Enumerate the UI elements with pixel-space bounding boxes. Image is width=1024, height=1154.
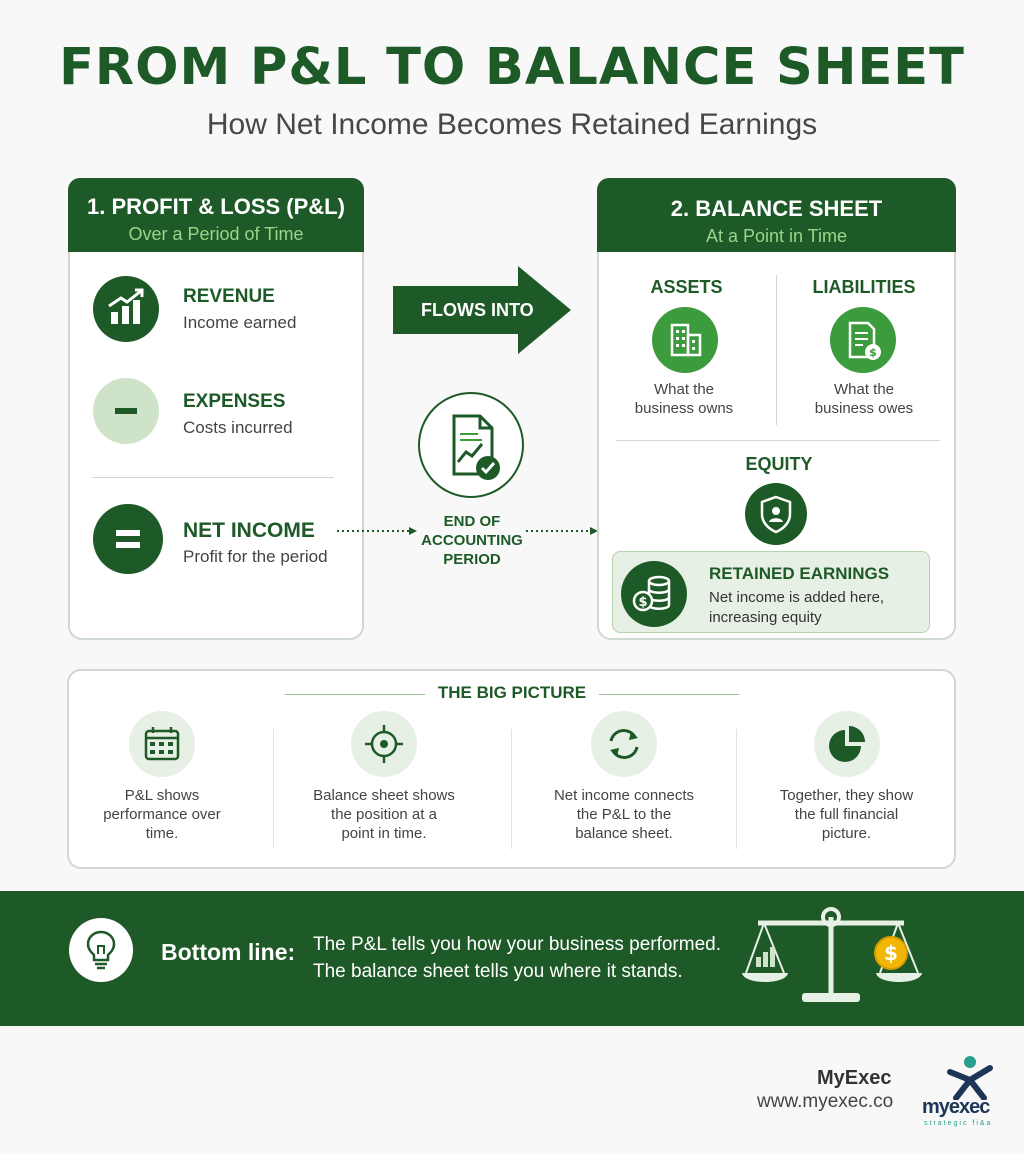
flows-into-label: FLOWS INTO bbox=[421, 300, 534, 320]
bottom-line-band: Bottom line: The P&L tells you how your … bbox=[0, 891, 1024, 1026]
divider bbox=[92, 477, 334, 478]
brand-logo-text: myexec bbox=[922, 1096, 990, 1118]
retained-earnings-desc: Net income is added here, increasing equ… bbox=[709, 589, 885, 626]
bs-panel-subtitle: At a Point in Time bbox=[705, 226, 848, 246]
pl-panel-header: 1. PROFIT & LOSS (P&L) Over a Period of … bbox=[68, 178, 364, 252]
liabilities-desc: What the business owes bbox=[814, 381, 914, 417]
brand-logo-tagline: strategic fi&a bbox=[924, 1120, 993, 1127]
pl-panel-title: 1. PROFIT & LOSS (P&L) bbox=[87, 194, 345, 219]
svg-text:$: $ bbox=[884, 941, 898, 965]
retained-earnings-label: RETAINED EARNINGS bbox=[709, 564, 890, 583]
dotted-arrow-right bbox=[526, 527, 598, 535]
brand-logo: myexec strategic fi&a bbox=[920, 1052, 1024, 1132]
revenue-desc: Income earned bbox=[183, 313, 297, 332]
big-picture-item-4: Together, they show the full financial p… bbox=[779, 787, 914, 842]
document-check-icon bbox=[418, 392, 524, 498]
page-title: FROM P&L TO BALANCE SHEET bbox=[59, 38, 965, 97]
coins-icon: $ bbox=[621, 561, 687, 627]
big-picture-rule-left bbox=[285, 694, 425, 695]
page-subtitle: How Net Income Becomes Retained Earnings bbox=[206, 108, 818, 141]
big-picture-item-1: P&L shows performance over time. bbox=[103, 787, 221, 842]
svg-text:$: $ bbox=[869, 346, 877, 359]
net-income-label: NET INCOME bbox=[183, 519, 315, 542]
bar-chart-icon bbox=[93, 276, 159, 342]
shield-user-icon bbox=[745, 483, 807, 545]
person-logo-icon bbox=[947, 1056, 993, 1100]
lightbulb-icon bbox=[69, 918, 133, 982]
brand-url: www.myexec.co bbox=[757, 1091, 894, 1112]
bottom-line-label: Bottom line: bbox=[161, 939, 296, 965]
pie-chart-icon bbox=[814, 711, 880, 777]
big-picture-item-2: Balance sheet shows the position at a po… bbox=[313, 787, 455, 842]
bottom-line-text: The P&L tells you how your business perf… bbox=[313, 934, 721, 982]
big-picture-rule-right bbox=[599, 694, 739, 695]
col-divider bbox=[511, 729, 512, 849]
assets-desc: What the business owns bbox=[634, 381, 734, 417]
brand-name: MyExec bbox=[817, 1067, 892, 1089]
bs-panel-header: 2. BALANCE SHEET At a Point in Time bbox=[597, 178, 956, 252]
assets-label: ASSETS bbox=[650, 277, 723, 297]
horizontal-divider bbox=[616, 440, 940, 441]
equals-icon bbox=[93, 504, 163, 574]
bs-panel-title: 2. BALANCE SHEET bbox=[670, 196, 883, 221]
col-divider bbox=[273, 729, 274, 849]
pl-panel: 1. PROFIT & LOSS (P&L) Over a Period of … bbox=[68, 178, 364, 640]
equity-label: EQUITY bbox=[745, 454, 813, 474]
big-picture-item-3: Net income connects the P&L to the balan… bbox=[553, 787, 695, 842]
pl-panel-subtitle: Over a Period of Time bbox=[128, 224, 304, 244]
big-picture-panel: THE BIG PICTURE P&L shows performance ov… bbox=[67, 669, 956, 869]
calendar-icon bbox=[129, 711, 195, 777]
expenses-desc: Costs incurred bbox=[183, 418, 293, 437]
invoice-icon: $ bbox=[830, 307, 896, 373]
big-picture-title: THE BIG PICTURE bbox=[437, 683, 587, 702]
dotted-arrow-left bbox=[337, 527, 417, 535]
svg-text:$: $ bbox=[638, 595, 647, 610]
balance-sheet-panel: 2. BALANCE SHEET At a Point in Time ASSE… bbox=[597, 178, 956, 640]
liabilities-label: LIABILITIES bbox=[812, 277, 916, 297]
balance-scale-icon: $ bbox=[742, 907, 922, 1002]
vertical-divider bbox=[776, 275, 777, 425]
revenue-label: REVENUE bbox=[183, 286, 275, 307]
col-divider bbox=[736, 729, 737, 849]
cycle-icon bbox=[591, 711, 657, 777]
building-icon bbox=[652, 307, 718, 373]
expenses-label: EXPENSES bbox=[183, 391, 286, 412]
end-of-period-label: END OF ACCOUNTING PERIOD bbox=[421, 513, 523, 568]
target-icon bbox=[351, 711, 417, 777]
net-income-desc: Profit for the period bbox=[183, 547, 328, 566]
minus-icon bbox=[93, 378, 159, 444]
flows-into-arrow bbox=[393, 266, 571, 354]
